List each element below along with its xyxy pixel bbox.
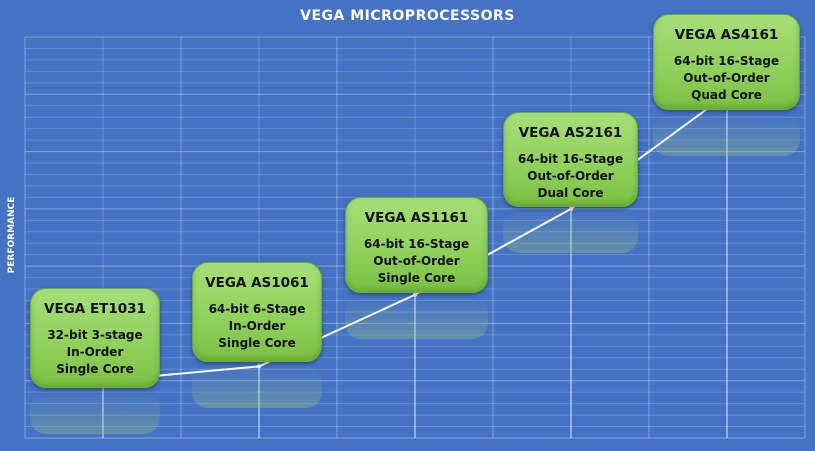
processor-spec: 64-bit 6-Stage bbox=[208, 302, 306, 316]
processor-spec: 64-bit 16-Stage bbox=[673, 54, 780, 68]
label-reflection bbox=[345, 297, 488, 339]
processor-spec: In-Order bbox=[228, 319, 286, 333]
processor-spec: Single Core bbox=[377, 271, 456, 285]
processor-spec: Out-of-Order bbox=[373, 254, 460, 268]
data-point bbox=[413, 292, 417, 297]
label-reflection bbox=[192, 366, 322, 408]
label-reflection bbox=[30, 392, 160, 434]
processor-name: VEGA AS2161 bbox=[518, 125, 623, 141]
processor-spec: Quad Core bbox=[691, 88, 762, 102]
processor-name: VEGA AS4161 bbox=[674, 27, 779, 43]
processor-name: VEGA AS1061 bbox=[205, 275, 309, 291]
processor-name: VEGA ET1031 bbox=[44, 301, 146, 317]
processor-spec: Out-of-Order bbox=[683, 71, 770, 85]
data-point bbox=[569, 206, 573, 211]
processor-spec: Single Core bbox=[218, 336, 296, 350]
processor-spec: Single Core bbox=[56, 362, 134, 376]
label-reflection bbox=[503, 211, 638, 253]
processor-spec: 64-bit 16-Stage bbox=[363, 237, 470, 251]
processor-spec: Out-of-Order bbox=[527, 169, 614, 183]
label-reflection bbox=[653, 114, 800, 156]
chart-title: VEGA MICROPROCESSORS bbox=[300, 8, 515, 24]
processor-spec: 64-bit 16-Stage bbox=[517, 152, 624, 166]
processor-spec: Dual Core bbox=[537, 186, 604, 200]
data-point bbox=[257, 364, 261, 369]
processor-spec: In-Order bbox=[66, 345, 124, 359]
processor-name: VEGA AS1161 bbox=[364, 210, 469, 226]
processor-spec: 32-bit 3-stage bbox=[47, 328, 143, 342]
